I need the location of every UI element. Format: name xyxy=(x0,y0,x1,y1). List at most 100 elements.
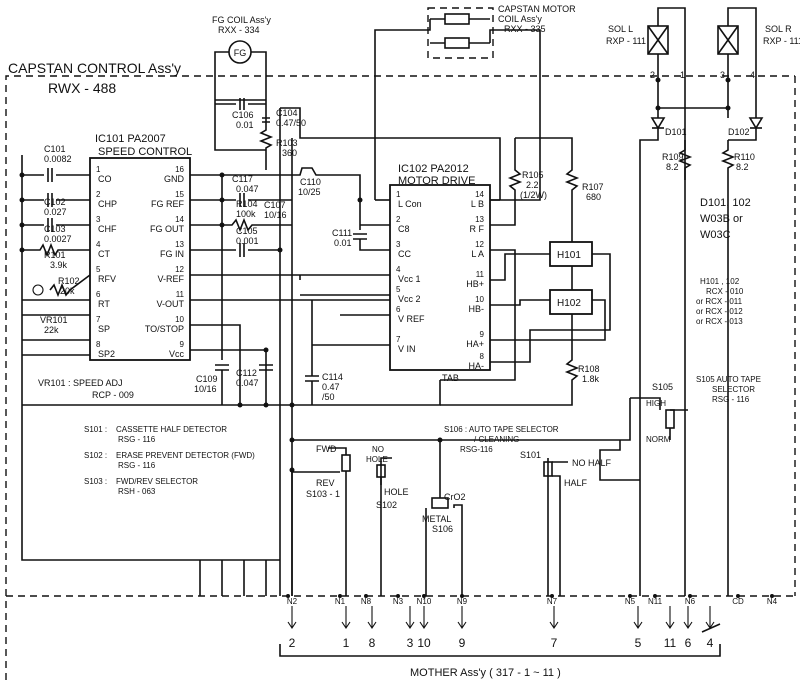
connector-pin-label: N11 xyxy=(648,597,663,606)
ic102-pin-num: 8 xyxy=(480,352,485,361)
capstan-coil-name2: COIL Ass'y xyxy=(498,14,542,24)
ic102-ref: IC102 PA2012 xyxy=(398,163,469,175)
connector-pin-label: N4 xyxy=(767,597,778,606)
c107-val: 10/16 xyxy=(264,210,287,220)
ic101-pin-num: 13 xyxy=(175,240,184,249)
r107-val: 680 xyxy=(586,192,601,202)
ic102-pin-name: L A xyxy=(471,249,484,259)
ic102-pin-num: 9 xyxy=(480,330,485,339)
c107-ref: C107 xyxy=(264,200,286,210)
c110-val: 10/25 xyxy=(298,187,321,197)
s103-ref: S103 - 1 xyxy=(306,489,340,499)
ic101-right-network xyxy=(190,167,390,408)
c114 xyxy=(305,300,319,405)
connector-arrow xyxy=(405,606,415,629)
ic101-pin-num: 15 xyxy=(175,190,184,199)
connector-pin-number: 7 xyxy=(551,636,558,650)
ic102-pin-name: HA+ xyxy=(466,339,484,349)
s105-note-2: SELECTOR xyxy=(712,385,755,394)
ic101-pin-name: CO xyxy=(98,174,112,184)
ic101-pin-num: 5 xyxy=(96,265,101,274)
c103-val: 0.0027 xyxy=(44,234,72,244)
connector-node xyxy=(736,594,740,598)
fg-coil-part: RXX - 334 xyxy=(218,25,260,35)
ic102-pin-name: Vcc 2 xyxy=(398,294,421,304)
ic102-pin-num: 4 xyxy=(396,265,401,274)
ic101-pin-num: 9 xyxy=(180,340,185,349)
connector-arrow xyxy=(419,606,429,629)
r109-ref: R109 xyxy=(662,152,684,162)
ic102-pin-num: 14 xyxy=(475,190,484,199)
ic101-pin-name: FG REF xyxy=(151,199,185,209)
d101-ref: D101 xyxy=(665,127,687,137)
connector-node xyxy=(396,594,400,598)
vr101-val: 22k xyxy=(44,325,59,335)
connector-node xyxy=(338,594,342,598)
board-outline xyxy=(5,75,796,680)
ic102-pin-name: R F xyxy=(470,224,485,234)
r109-val: 8.2 xyxy=(666,162,679,172)
r104-val: 100k xyxy=(236,209,256,219)
switch-legend-desc: ERASE PREVENT DETECTOR (FWD) xyxy=(116,451,255,460)
r105-val: 2.2 xyxy=(526,180,539,190)
vr101-adj-note: VR101 : SPEED ADJ xyxy=(38,378,123,388)
connector-node xyxy=(628,594,632,598)
connector-pin-number: 8 xyxy=(369,636,376,650)
connector-pin-number: 9 xyxy=(459,636,466,650)
ic102-pin-num: 3 xyxy=(396,240,401,249)
c111-ref: C111 xyxy=(332,228,352,238)
connector-pin-label: N7 xyxy=(547,597,558,606)
connector-node xyxy=(770,594,774,598)
r102-ref: R102 xyxy=(58,276,80,286)
c114-ref: C114 xyxy=(322,372,343,382)
capstan-motor-coil xyxy=(374,7,541,200)
c117-val: 0.047 xyxy=(236,184,259,194)
ic102-pin-num: 7 xyxy=(396,335,401,344)
s105-note-1: S105 AUTO TAPE xyxy=(696,375,761,384)
r103-val: 360 xyxy=(282,148,297,158)
c109-ref: C109 xyxy=(196,374,218,384)
ic102-pin-name: L B xyxy=(471,199,484,209)
connector-pin-number: 2 xyxy=(289,636,296,650)
connector-pin-label: N1 xyxy=(335,597,346,606)
c114-val2: /50 xyxy=(322,392,335,402)
h101-ref: H101 xyxy=(557,250,581,261)
r101-ref: R101 xyxy=(44,250,66,260)
ic102-pin-name: V REF xyxy=(398,314,425,324)
hall-note-5: or RCX - 013 xyxy=(696,317,743,326)
ic101-pin-name: Vcc xyxy=(169,349,185,359)
diode-note-3: W03C xyxy=(700,229,731,241)
ic101-pin-name: FG OUT xyxy=(150,224,184,234)
switch-wiring xyxy=(289,397,688,596)
connector-pin-label: N3 xyxy=(393,597,404,606)
ic101-pin-num: 16 xyxy=(175,165,184,174)
switch-legend-ref: S103 : xyxy=(84,477,107,486)
connector-arrow xyxy=(665,606,675,629)
switch-legend-ref: S101 : xyxy=(84,425,107,434)
sol-pin-2: 2 xyxy=(650,70,655,80)
switch-legend-desc: FWD/REV SELECTOR xyxy=(116,477,198,486)
ic101-pin-name: CHF xyxy=(98,224,117,234)
sol-pin-4: 4 xyxy=(750,70,755,80)
ic102-tab: TAB xyxy=(442,373,459,383)
connector-pin-number: 5 xyxy=(635,636,642,650)
connector-arrow xyxy=(683,606,693,629)
ic101-pin-num: 8 xyxy=(96,340,101,349)
connector-node xyxy=(550,594,554,598)
vr101-ref: VR101 xyxy=(40,315,68,325)
s101-bottom: HALF xyxy=(564,478,588,488)
ic102-pin-num: 6 xyxy=(396,305,401,314)
connector-pin-label: N10 xyxy=(417,597,432,606)
ic101-pin-name: CHP xyxy=(98,199,117,209)
hall-note-2: RCX - 010 xyxy=(706,287,744,296)
c101-val: 0.0082 xyxy=(44,154,72,164)
c106-ref: C106 xyxy=(232,110,254,120)
ic101-pin-num: 12 xyxy=(175,265,184,274)
ic101-pin-num: 3 xyxy=(96,215,101,224)
s101-ref: S101 xyxy=(520,450,541,460)
ic101-pin-num: 11 xyxy=(176,290,185,299)
ic102-pin-name: HB+ xyxy=(466,279,484,289)
